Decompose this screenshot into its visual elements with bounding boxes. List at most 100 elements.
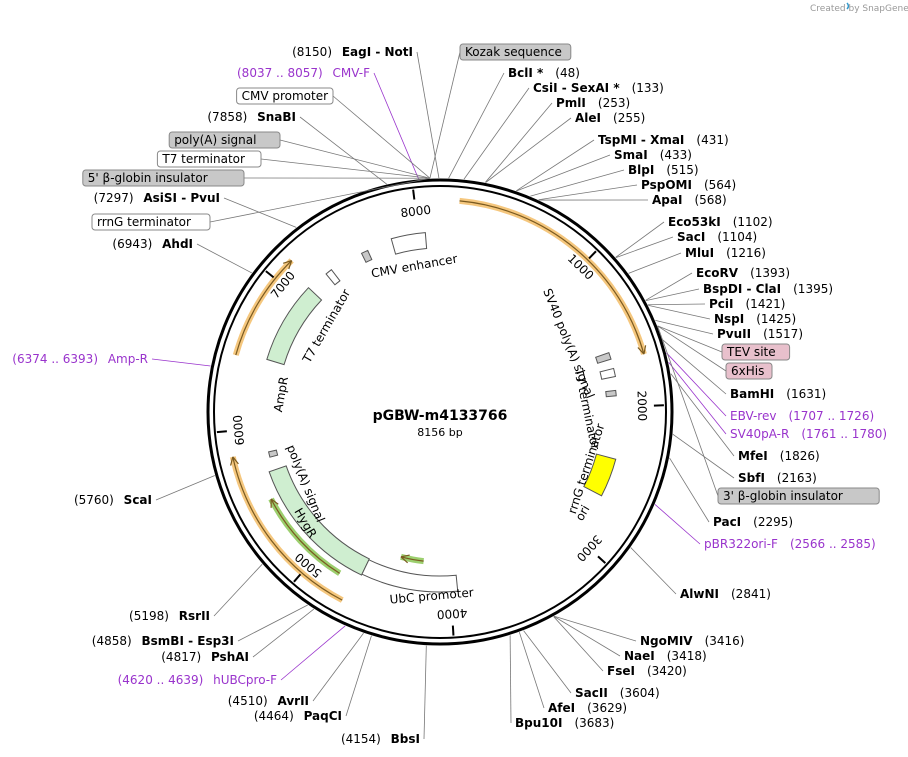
right-label-30: FseI(3420) [607,664,687,678]
enzyme-label: (4464) PaqCI [254,709,342,723]
enzyme-label: NgoMIV(3416) [640,634,744,648]
enzyme-label: NspI(1425) [714,312,796,326]
enzyme-label: MfeI(1826) [738,449,820,463]
right-label-20: EBV-rev(1707 .. 1726) [730,409,874,423]
tick-label-2000: 2000 [634,390,649,421]
right-label-0: BclI *(48) [508,66,580,80]
backbone-inner-ring [213,185,667,639]
right-label-15: NspI(1425) [714,312,796,326]
feature-hygr [268,465,371,576]
left-label-13: (5198) RsrII [129,609,210,623]
leader-right-30 [553,616,604,672]
enzyme-label: AfeI(3629) [548,701,627,715]
left-label-10: (6943) AhdI [112,237,193,251]
orf-amp-line [235,260,293,356]
enzyme-label: (4858) BsmBI - Esp3I [92,634,234,648]
right-label-17: TEV site [721,343,791,361]
tick-mark-8000 [412,189,416,200]
enzyme-label: TspMI - XmaI(431) [598,133,729,147]
right-label-16: PvuII(1517) [717,327,803,341]
right-label-24: 3' β-globin insulator [717,487,880,505]
right-label-33: Bpu10I(3683) [515,716,614,730]
leader-left-14 [237,604,308,642]
right-label-31: SacII(3604) [575,686,660,700]
primer-label: (4620 .. 4639) hUBCpro-F [118,673,277,687]
left-label-3: CMV promoter [236,87,334,105]
leader-left-4 [299,116,387,185]
backbone-outer-ring [206,178,674,646]
enzyme-label: AleI(255) [575,111,645,125]
leader-left-8 [223,197,297,228]
feature-label-4: ori [573,503,593,524]
leader-right-32 [518,632,545,709]
feature-box-label: Kozak sequence [465,45,562,59]
tick-mark-3000 [597,555,607,564]
leader-right-27 [630,547,677,595]
leader-right-14 [647,303,706,306]
tick-mark-4000 [451,625,455,636]
right-label-6: BlpI(515) [628,163,699,177]
enzyme-label: (4510) AvrII [228,694,309,708]
feature-box [721,343,791,361]
left-label-4: (7858) SnaBI [207,110,296,124]
leader-left-0 [416,51,440,179]
feature-label-8: AmpR [271,375,291,413]
enzyme-label: NaeI(3418) [624,649,707,663]
tick-label-4000: 4000 [436,606,467,622]
feature-polya-signal [267,449,279,458]
feature-box-label: 6xHis [731,364,764,378]
right-label-9: Eco53kI(1102) [668,215,773,229]
orf-hygr-inner-line [270,498,341,574]
leader-left-13 [213,563,263,617]
feature-box [459,43,572,61]
leader-left-12 [155,475,215,501]
left-label-12: (5760) ScaI [74,493,152,507]
feature-box [156,150,262,168]
leader-left-17 [312,632,364,702]
left-label-14: (4858) BsmBI - Esp3I [92,634,234,648]
leader-left-19 [423,645,427,740]
enzyme-label: SacII(3604) [575,686,660,700]
orf-sv40-highlight [459,197,647,355]
leader-right-24 [657,325,719,497]
leader-right-0 [448,72,505,179]
leader-left-10 [196,243,252,274]
feature-cmv-enhancer [390,232,428,255]
right-label-28: NgoMIV(3416) [640,634,744,648]
leader-right-31 [523,630,572,694]
leader-left-6 [260,158,430,179]
feature-box-label: 3' β-globin insulator [723,489,843,503]
left-label-5: poly(A) signal [168,131,281,149]
leader-left-2 [373,72,419,180]
snapgene-logo-icon [846,2,850,10]
primer-label: EBV-rev(1707 .. 1726) [730,409,874,423]
feature-ori [583,453,617,497]
leader-right-6 [530,169,625,197]
right-label-2: PmlI(253) [556,96,630,110]
enzyme-label: PmlI(253) [556,96,630,110]
right-label-11: MluI(1216) [685,246,766,260]
leader-left-3 [332,95,431,179]
left-label-6: T7 terminator [156,150,262,168]
leader-right-12 [645,272,693,301]
enzyme-label: ApaI(568) [652,193,727,207]
feature-t7-terminator-right [599,367,617,380]
primer-label: pBR322ori-F(2566 .. 2585) [704,537,876,551]
right-label-10: SacI(1104) [677,230,757,244]
primer-label: (6374 .. 6393) Amp-R [12,352,148,366]
leader-right-13 [645,288,700,302]
enzyme-label: AlwNI(2841) [680,587,771,601]
feature-ampr [266,286,323,366]
plasmid-name: pGBW-m4133766 [373,408,508,424]
feature-box-label: poly(A) signal [174,133,256,147]
right-label-26: pBR322ori-F(2566 .. 2585) [704,537,876,551]
left-label-11: (6374 .. 6393) Amp-R [12,352,148,366]
label-layer: BclI *(48)CsiI - SexAI *(133)PmlI(253)Al… [12,43,887,746]
right-label-3: AleI(255) [575,111,645,125]
leader-right-16 [655,320,714,335]
leader-right-25 [669,457,710,523]
enzyme-label: SmaI(433) [614,148,692,162]
enzyme-label: PvuII(1517) [717,327,803,341]
right-label-27: AlwNI(2841) [680,587,771,601]
